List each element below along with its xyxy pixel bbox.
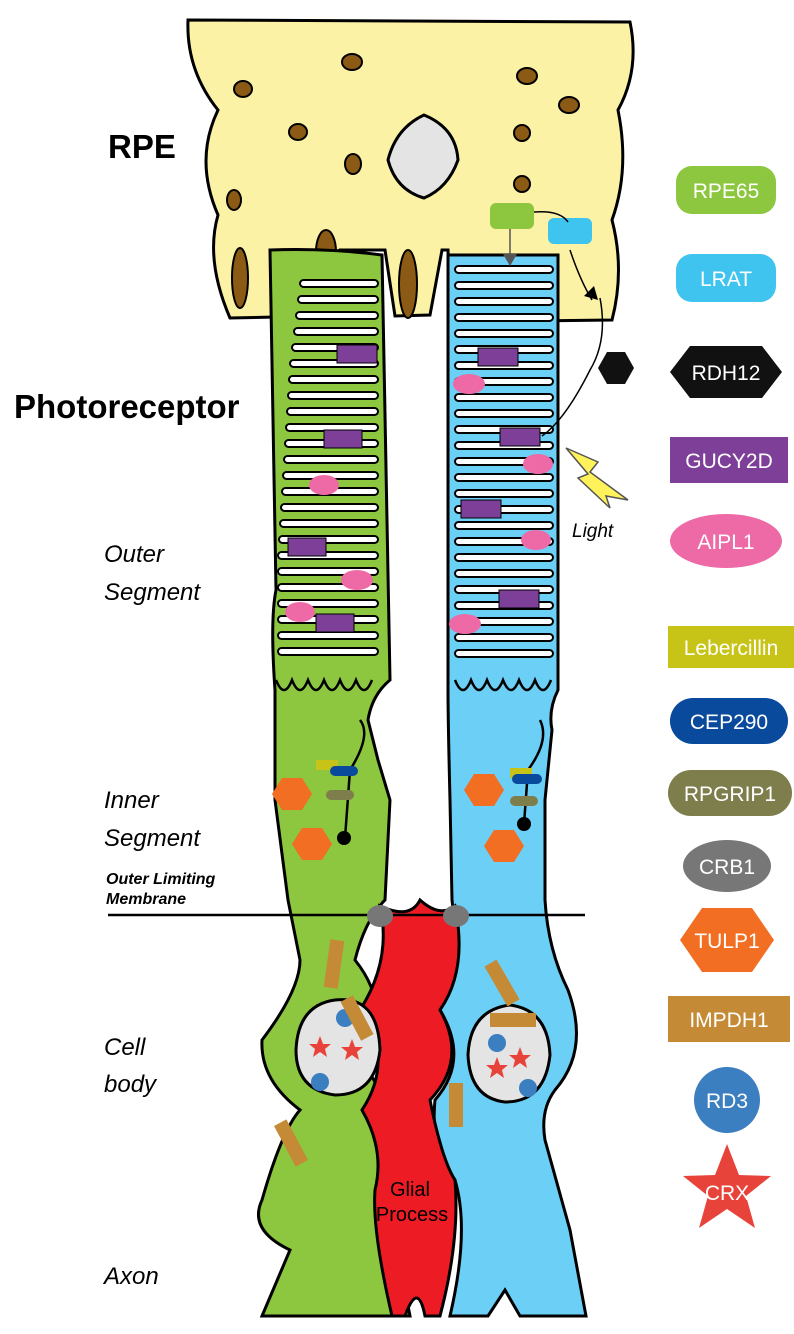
label-olm-2: Membrane bbox=[106, 891, 186, 908]
legend-label-impdh1: IMPDH1 bbox=[689, 1009, 768, 1032]
rpe65-protein bbox=[490, 203, 534, 229]
legend-item-aipl1: AIPL1 bbox=[670, 514, 782, 568]
legend-item-rpgrip1: RPGRIP1 bbox=[668, 770, 792, 816]
legend-item-lrat: LRAT bbox=[676, 254, 776, 302]
label-inner-segment-2: Segment bbox=[104, 825, 201, 852]
legend-label-rdh12: RDH12 bbox=[692, 362, 761, 385]
legend-label-aipl1: AIPL1 bbox=[697, 531, 754, 554]
legend-item-crx: CRX bbox=[683, 1144, 771, 1228]
legend-label-lrat: LRAT bbox=[700, 268, 752, 291]
lrat-protein bbox=[548, 218, 592, 244]
legend-label-rd3: RD3 bbox=[706, 1090, 748, 1113]
rod-nucleus bbox=[296, 1000, 380, 1095]
label-cell-body-1: Cell bbox=[104, 1034, 146, 1061]
legend-label-gucy2d: GUCY2D bbox=[685, 450, 773, 473]
label-photoreceptor: Photoreceptor bbox=[14, 388, 240, 425]
legend-label-tulp1: TULP1 bbox=[694, 930, 759, 953]
legend-label-rpe65: RPE65 bbox=[693, 180, 760, 203]
legend-item-cep290: CEP290 bbox=[670, 698, 788, 744]
light-bolt bbox=[566, 448, 628, 508]
legend-label-crx: CRX bbox=[705, 1182, 749, 1205]
label-inner-segment-1: Inner bbox=[104, 787, 160, 814]
legend-item-crb1: CRB1 bbox=[683, 840, 771, 892]
rdh12-protein bbox=[598, 352, 634, 384]
label-cell-body-2: body bbox=[104, 1071, 158, 1098]
legend-item-rdh12: RDH12 bbox=[670, 346, 782, 398]
legend: RPE65 LRAT RDH12 GUCY2D AIPL1 Lebercilli… bbox=[668, 166, 794, 1228]
legend-item-rpe65: RPE65 bbox=[676, 166, 776, 214]
legend-label-crb1: CRB1 bbox=[699, 856, 755, 879]
label-glial-2: Process bbox=[376, 1204, 448, 1226]
legend-label-lebercillin: Lebercillin bbox=[684, 637, 779, 660]
label-glial-1: Glial bbox=[390, 1179, 430, 1201]
legend-label-rpgrip1: RPGRIP1 bbox=[684, 783, 776, 806]
legend-item-rd3: RD3 bbox=[694, 1067, 760, 1133]
label-outer-segment-2: Segment bbox=[104, 579, 201, 606]
label-rpe: RPE bbox=[108, 128, 176, 165]
legend-item-lebercillin: Lebercillin bbox=[668, 626, 794, 668]
label-light: Light bbox=[572, 521, 614, 542]
legend-item-gucy2d: GUCY2D bbox=[670, 437, 788, 483]
legend-label-cep290: CEP290 bbox=[690, 711, 768, 734]
legend-item-tulp1: TULP1 bbox=[680, 908, 774, 972]
legend-item-impdh1: IMPDH1 bbox=[668, 996, 790, 1042]
label-olm-1: Outer Limiting bbox=[106, 871, 216, 888]
label-outer-segment-1: Outer bbox=[104, 541, 165, 568]
label-axon: Axon bbox=[102, 1263, 159, 1290]
